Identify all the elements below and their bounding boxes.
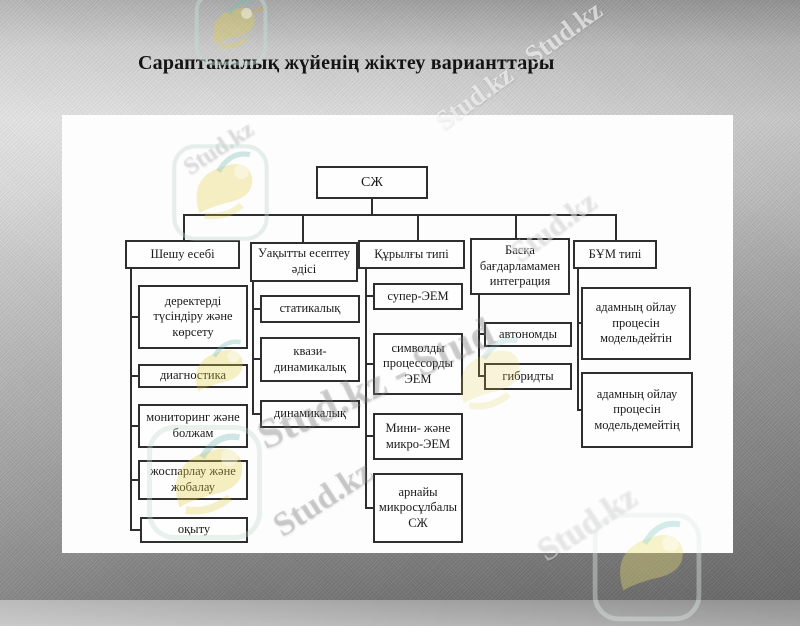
node-col5-child-2: адамның ойлау процесін модельдемейтің: [581, 372, 693, 448]
connector-stub: [252, 413, 260, 415]
node-col2-child-3: динамикалық: [260, 400, 360, 428]
node-col4-child-2: гибридты: [484, 363, 572, 390]
node-col3-child-2: символды процессорды ЭЕМ: [373, 333, 463, 395]
connector-spine-col1: [130, 269, 132, 530]
node-col1-child-2: диагностика: [138, 364, 248, 388]
connector-stub: [365, 435, 373, 437]
connector-root-drop: [371, 199, 373, 214]
node-col4-child-1: автономды: [484, 322, 572, 347]
connector-drop-col2: [302, 214, 304, 242]
connector-stub: [252, 308, 260, 310]
node-col2-header: Уақытты есептеу әдісі: [250, 242, 358, 282]
node-col5-header: БҰМ типі: [573, 240, 657, 269]
connector-drop-col3: [417, 214, 419, 240]
connector-stub: [252, 358, 260, 360]
node-col5-child-1: адамның ойлау процесін модельдейтін: [581, 287, 691, 360]
node-root: СЖ: [316, 166, 428, 199]
connector-drop-col1: [183, 214, 185, 240]
node-col1-child-5: оқыту: [140, 517, 248, 543]
connector-stub: [478, 375, 484, 377]
connector-bus: [183, 214, 617, 216]
connector-stub: [130, 375, 138, 377]
connector-stub: [130, 316, 138, 318]
node-col2-child-2: квази-динамикалық: [260, 337, 360, 382]
connector-stub: [478, 333, 484, 335]
node-col2-child-1: статикалық: [260, 295, 360, 323]
slide-canvas: СЖ Шешу есебі Уақытты есептеу әдісі Құры…: [62, 115, 733, 553]
connector-spine-col4: [478, 295, 480, 376]
node-col3-child-3: Мини- және микро-ЭЕМ: [373, 413, 463, 460]
node-col3-child-1: супер-ЭЕМ: [373, 283, 463, 310]
connector-stub: [365, 363, 373, 365]
connector-stub: [577, 409, 583, 411]
connector-drop-col5: [615, 214, 617, 240]
node-col1-header: Шешу есебі: [125, 240, 240, 269]
connector-drop-col4: [515, 214, 517, 238]
connector-stub: [130, 425, 138, 427]
node-col1-child-1: деректерді түсіндіру және көрсету: [138, 285, 248, 349]
connector-spine-col5: [577, 269, 579, 410]
connector-stub: [130, 479, 138, 481]
node-col3-header: Құрылғы типі: [358, 240, 465, 269]
connector-spine-col3: [365, 269, 367, 508]
node-col1-child-3: мониторинг және болжам: [138, 404, 248, 448]
connector-stub: [365, 507, 373, 509]
connector-spine-col2: [252, 282, 254, 414]
page-title: Сараптамалық жүйенің жіктеу варианттары: [138, 52, 555, 74]
connector-stub: [130, 529, 140, 531]
node-col3-child-4: арнайы микросұлбалы СЖ: [373, 473, 463, 543]
connector-stub: [365, 295, 373, 297]
node-col1-child-4: жоспарлау және жобалау: [138, 460, 248, 500]
connector-stub: [577, 322, 583, 324]
node-col4-header: Басқа бағдарламамен интеграция: [470, 238, 570, 295]
